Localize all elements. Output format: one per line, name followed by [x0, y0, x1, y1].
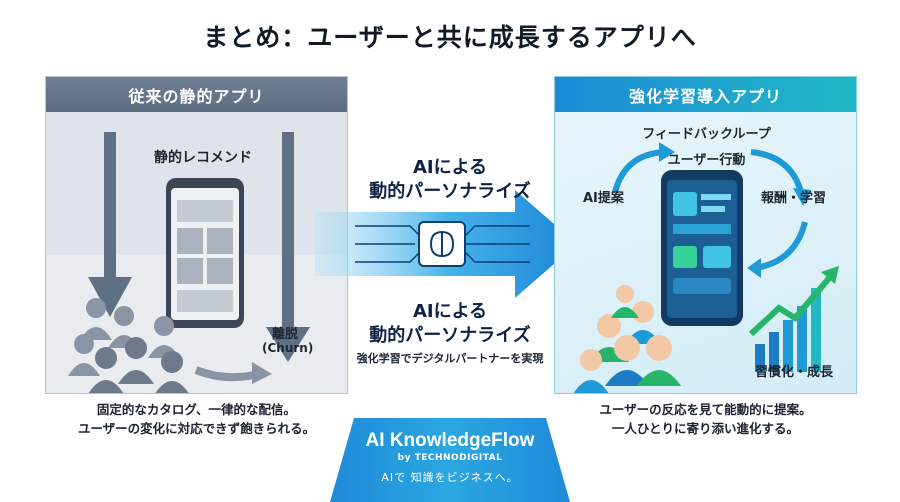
- static-recommend-label: 静的レコメンド: [154, 150, 252, 166]
- people-icon: [68, 298, 189, 393]
- phone-icon: [661, 170, 743, 326]
- reward-label: 報酬・学習: [761, 191, 827, 206]
- transformation-arrow: [315, 190, 577, 298]
- churn-label: 離脱: [272, 327, 299, 342]
- feedback-loop-label: フィードバックループ: [642, 127, 771, 142]
- brand-tagline: AIで 知識をビジネスへ。: [381, 471, 519, 484]
- left-description: 固定的なカタログ、一律的な配信。 ユーザーの変化に対応できず飽きられる。: [77, 402, 316, 436]
- phone-icon: [166, 178, 244, 328]
- right-description: ユーザーの反応を見て能動的に提案。 一人ひとりに寄り添い進化する。: [599, 402, 812, 436]
- down-arrow-icon: [88, 132, 132, 317]
- brand-by: by TECHNODIGITAL: [397, 453, 503, 463]
- growth-chart-icon: [748, 266, 839, 372]
- rl-app-panel: 強化学習導入アプリ: [554, 76, 857, 394]
- ai-suggest-label: AI提案: [583, 191, 624, 206]
- rl-app-header: 強化学習導入アプリ: [555, 77, 856, 112]
- habit-growth-label: 習慣化・成長: [755, 365, 834, 380]
- churn-arrow-icon: [266, 132, 310, 362]
- user-action-label: ユーザー行動: [667, 153, 746, 168]
- churn-sub-label: (Churn): [262, 341, 314, 355]
- static-app-header: 従来の静的アプリ: [46, 77, 347, 112]
- page-title: まとめ：ユーザーと共に成長するアプリへ: [203, 23, 697, 52]
- middle-bottom-label: AIによる 動的パーソナライズ: [369, 301, 531, 346]
- brain-chip-icon: [355, 221, 530, 267]
- static-app-panel: 従来の静的アプリ: [45, 76, 348, 394]
- people-icon: [573, 285, 681, 393]
- loop-arrows-icon: [612, 149, 808, 271]
- middle-sub-label: 強化学習でデジタルパートナーを実現: [356, 352, 544, 365]
- middle-top-label: AIによる 動的パーソナライズ: [369, 157, 531, 202]
- brand-name: AI KnowledgeFlow: [365, 430, 535, 451]
- brand-banner: AI KnowledgeFlow by TECHNODIGITAL AIで 知識…: [330, 418, 570, 502]
- rl-app-illustration: [573, 142, 839, 393]
- static-app-illustration: [68, 132, 310, 393]
